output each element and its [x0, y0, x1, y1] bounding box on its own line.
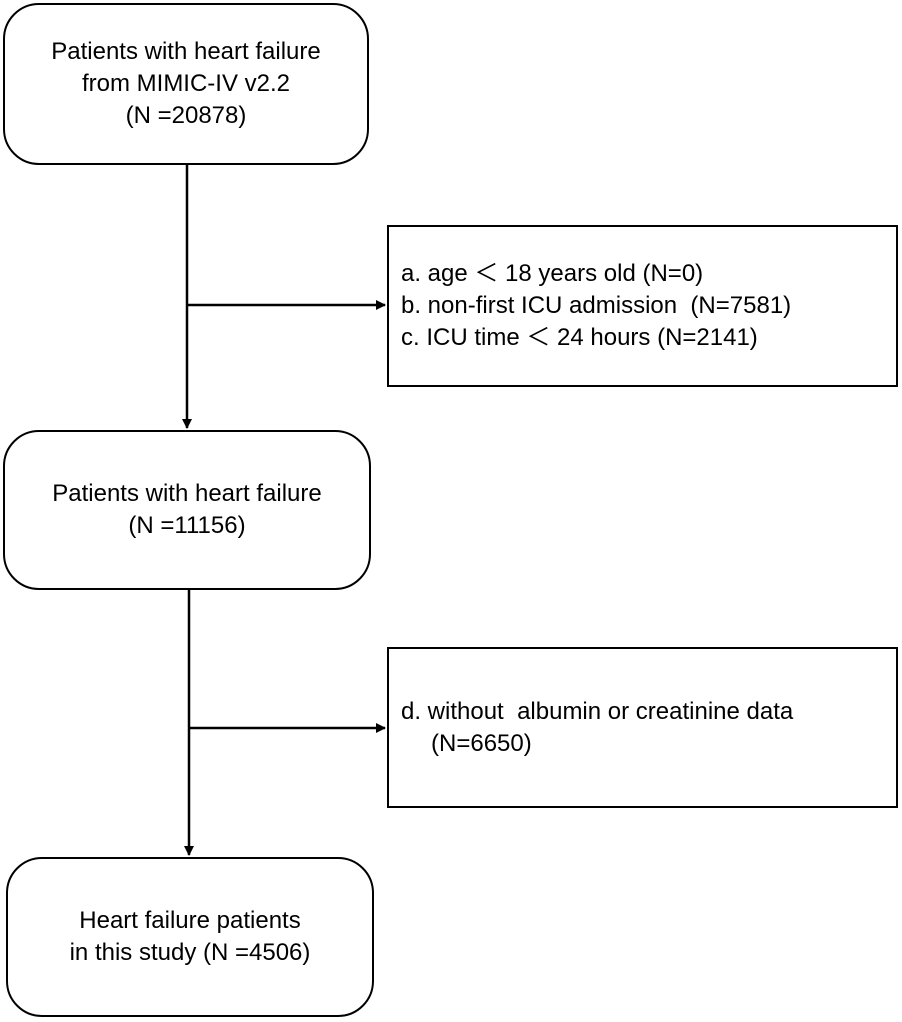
exclusion-box-1: a. age ＜ 18 years old (N=0) b. non-first… [387, 225, 898, 387]
exclusion-item-d: d. without albumin or creatinine data [401, 697, 794, 725]
start-line-1: Patients with heart failure [51, 38, 321, 65]
exclusion-item-d-count: (N=6650) [431, 729, 532, 757]
exclusion-item-b: b. non-first ICU admission (N=7581) [401, 292, 792, 319]
exclusion-box-2: d. without albumin or creatinine data (N… [387, 647, 898, 808]
start-line-3: (N =20878) [125, 102, 247, 129]
exclusion-item-c: c. ICU time ＜ 24 hours (N=2141) [401, 324, 758, 351]
middle-line-2: (N =11156) [128, 512, 246, 539]
start-line-2: from MIMIC-IV v2.2 [81, 70, 291, 97]
final-population-box: Heart failure patients in this study (N … [6, 857, 374, 1017]
final-line-1: Heart failure patients [79, 907, 301, 934]
middle-population-box: Patients with heart failure (N =11156) [3, 430, 371, 590]
start-population-box: Patients with heart failure from MIMIC-I… [3, 3, 369, 165]
middle-line-1: Patients with heart failure [52, 480, 322, 507]
exclusion-item-a: a. age ＜ 18 years old (N=0) [401, 260, 704, 287]
final-line-2: in this study (N =4506) [69, 939, 311, 966]
